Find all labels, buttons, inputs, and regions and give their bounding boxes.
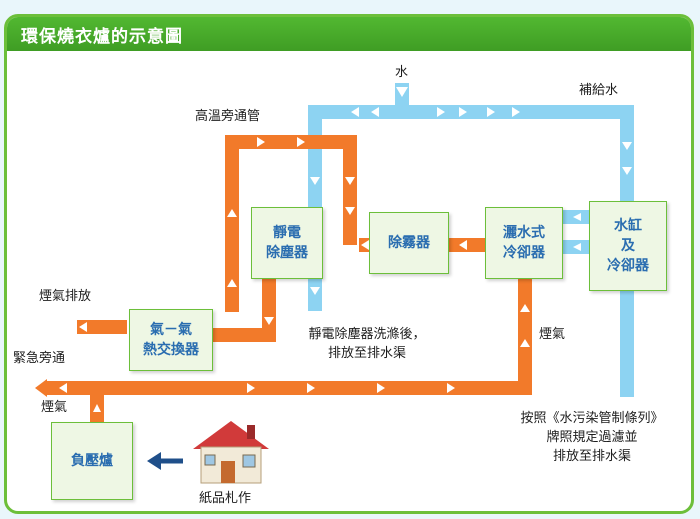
flue-gas-left-label: 煙氣	[41, 400, 68, 415]
demister-box: 除霧器	[369, 212, 449, 274]
feed-arrowhead	[147, 452, 161, 470]
water-tank-cooler-box: 水缸 及 冷卻器	[589, 201, 667, 291]
flue-gas-discharge-label: 煙氣排放	[39, 289, 92, 304]
diagram-title: 環保燒衣爐的示意圖	[21, 27, 183, 47]
makeup-water-label: 補給水	[579, 83, 619, 98]
high-temp-bypass-pipe	[225, 135, 357, 312]
water-inlet-arrowhead	[397, 99, 407, 107]
flue-gas-to-spray-pipe	[212, 277, 532, 395]
spray-cooler-box: 灑水式 冷卻器	[485, 207, 563, 279]
gas-flow-arrows	[59, 137, 530, 412]
flue-gas-right-label: 煙氣	[539, 327, 566, 342]
precipitator-wash-label: 靜電除塵器洗滌後， 排放至排水渠	[308, 327, 426, 361]
negative-pressure-furnace-box: 負壓爐	[51, 422, 133, 500]
bypass-pipe-label: 高溫旁通管	[195, 109, 261, 124]
gas-pipes	[47, 135, 532, 422]
regulation-note-label: 按照《水污染管制條列》 牌照規定過濾並 排放至排水渠	[520, 411, 664, 464]
water-label: 水	[395, 65, 409, 80]
house-icon	[193, 421, 269, 484]
diagram-frame: 環保燒衣爐的示意圖	[4, 14, 694, 514]
emergency-bypass-label: 緊急旁通	[13, 351, 66, 366]
tank-to-spray-link	[563, 210, 589, 254]
heat-exchanger-box: 氣－氣 熱交換器	[129, 309, 213, 371]
title-bar: 環保燒衣爐的示意圖	[7, 17, 691, 51]
electrostatic-precipitator-box: 靜電 除塵器	[251, 207, 323, 279]
emergency-bypass-arrowhead	[35, 379, 47, 397]
gas-pipe-precipitator-outlet	[212, 279, 276, 342]
paper-offerings-label: 紙品札作	[199, 491, 252, 506]
